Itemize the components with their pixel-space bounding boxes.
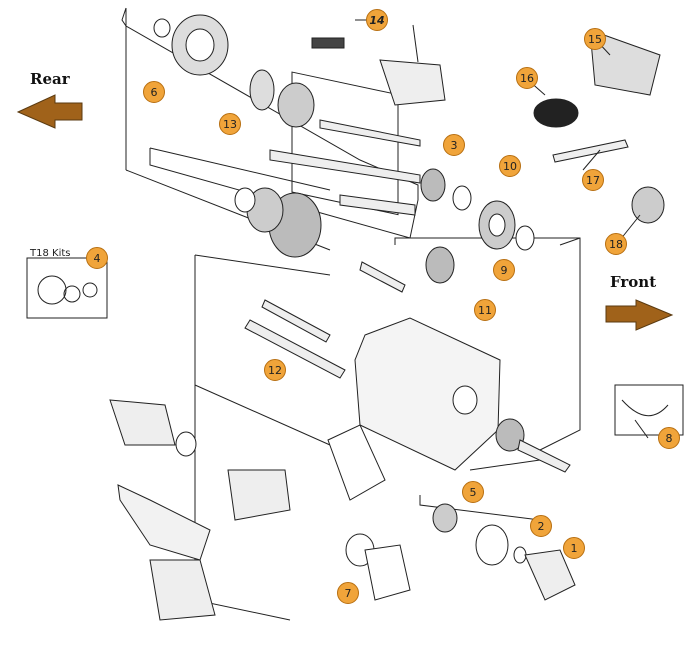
kits-box xyxy=(26,257,108,319)
part-3-gear xyxy=(420,168,446,202)
callout-4[interactable]: 4 xyxy=(86,247,108,269)
yoke xyxy=(109,399,176,446)
gasket-front xyxy=(475,524,509,566)
front-arrow xyxy=(605,299,674,331)
frame-countershaft xyxy=(149,148,411,239)
front-label: Front xyxy=(610,273,657,291)
part-15-tool xyxy=(589,29,661,96)
callout-6[interactable]: 6 xyxy=(143,81,165,103)
part-10-ring xyxy=(515,225,535,251)
part-13-ring xyxy=(249,69,275,111)
part-18-boot xyxy=(631,186,665,224)
countershaft xyxy=(269,149,421,184)
mainshaft xyxy=(319,119,421,147)
callout-2[interactable]: 2 xyxy=(530,515,552,537)
idler-shaft xyxy=(359,261,406,293)
callout-15[interactable]: 15 xyxy=(584,28,606,50)
main-gear xyxy=(277,82,315,128)
callout-5[interactable]: 5 xyxy=(462,481,484,503)
frame-top-assembly xyxy=(121,7,419,245)
callout-13[interactable]: 13 xyxy=(219,113,241,135)
part-11-gear xyxy=(425,246,455,284)
callout-11[interactable]: 11 xyxy=(474,299,496,321)
transmission-case xyxy=(354,317,501,471)
rear-arrow xyxy=(16,94,83,129)
extension-housing xyxy=(117,484,211,561)
part-17-rod xyxy=(552,139,629,163)
rear-label: Rear xyxy=(30,70,70,88)
part-14-shifter xyxy=(379,59,446,106)
reverse-shaft xyxy=(339,194,416,216)
part-12-shaft xyxy=(244,319,346,379)
callout-8[interactable]: 8 xyxy=(658,427,680,449)
part-8-switch xyxy=(621,399,669,417)
callout-1[interactable]: 1 xyxy=(563,537,585,559)
part-1-retainer xyxy=(524,549,576,601)
front-gear xyxy=(495,418,525,452)
wiring-box xyxy=(614,384,684,436)
callout-14[interactable]: 14 xyxy=(366,9,388,31)
part-5-bearing xyxy=(432,503,458,533)
callout-3[interactable]: 3 xyxy=(443,134,465,156)
frame-bottom xyxy=(419,495,541,521)
callout-18[interactable]: 18 xyxy=(605,233,627,255)
bearing xyxy=(452,185,472,211)
rear-housing xyxy=(227,469,291,521)
callout-17[interactable]: 17 xyxy=(582,169,604,191)
callout-12[interactable]: 12 xyxy=(264,359,286,381)
plate-7 xyxy=(364,544,411,601)
callout-7[interactable]: 7 xyxy=(337,582,359,604)
kits-label: T18 Kits xyxy=(30,248,71,259)
adapter xyxy=(149,559,216,621)
part-16-mount xyxy=(533,98,579,128)
callout-9[interactable]: 9 xyxy=(493,259,515,281)
gasket xyxy=(327,424,386,501)
callout-16[interactable]: 16 xyxy=(516,67,538,89)
part-2-seal xyxy=(513,546,527,564)
callout-10[interactable]: 10 xyxy=(499,155,521,177)
snap-ring xyxy=(153,18,171,38)
